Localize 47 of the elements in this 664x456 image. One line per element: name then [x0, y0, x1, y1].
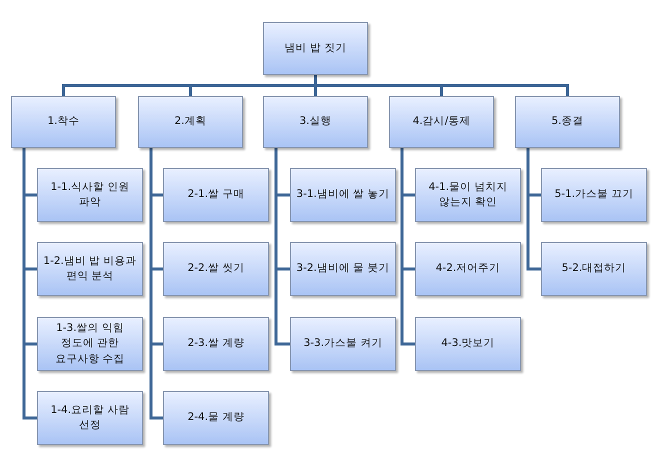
task-box [389, 96, 494, 148]
task-box [541, 168, 647, 222]
task-label: 1-2.냄비 밥 비용과 편익 분석 [42, 254, 138, 284]
task-label: 3-1.냄비에 쌀 놓기 [296, 187, 390, 202]
task-box [11, 96, 116, 148]
task-box [290, 317, 396, 371]
task-box [290, 168, 396, 222]
task-box [37, 168, 143, 222]
task-box [541, 242, 647, 296]
task-label: 5-1.가스불 끄기 [554, 187, 634, 202]
task-label: 5-2.대접하기 [562, 261, 626, 276]
task-box [163, 391, 269, 445]
task-label: 3-2.냄비에 물 붓기 [296, 261, 390, 276]
task-box [163, 168, 269, 222]
connector-line [150, 148, 163, 420]
task-box [515, 96, 620, 148]
task-label: 3-3.가스불 켜기 [304, 336, 382, 352]
task-label: 2-1.쌀 구매 [188, 187, 244, 202]
task-label: 1.착수 [47, 114, 80, 130]
task-box [263, 22, 368, 75]
task-box [415, 168, 521, 222]
task-label: 4-2.저어주기 [436, 261, 500, 276]
task-label: 2-2.쌀 씻기 [188, 261, 244, 276]
task-box [290, 242, 396, 296]
task-box [163, 242, 269, 296]
task-label: 2-3.쌀 계량 [188, 336, 244, 352]
task-box [138, 96, 243, 148]
task-label: 1-3.쌀의 익힘 정도에 관한 요구사항 수집 [54, 321, 126, 367]
task-label: 4-3.맛보기 [441, 336, 495, 352]
task-label: 냄비 밥 짓기 [284, 40, 346, 56]
connector-line [274, 148, 290, 346]
task-label: 4.감시/통제 [412, 114, 470, 130]
task-label: 2-4.물 계량 [188, 410, 244, 426]
task-box [37, 391, 143, 445]
task-label: 3.실행 [299, 114, 332, 130]
task-label: 4-1.물이 넘치지 않는지 확인 [428, 180, 508, 210]
connector-line [22, 148, 37, 420]
task-label: 1-1.식사할 인원 파악 [50, 180, 130, 210]
task-label: 2.계획 [174, 114, 207, 130]
task-box [263, 96, 368, 148]
task-box [37, 242, 143, 296]
task-box [163, 317, 269, 371]
task-label: 5.종결 [551, 114, 584, 130]
task-box [415, 317, 521, 371]
task-box [37, 317, 143, 371]
task-box [415, 242, 521, 296]
task-label: 1-4.요리할 사람 선정 [50, 402, 130, 433]
